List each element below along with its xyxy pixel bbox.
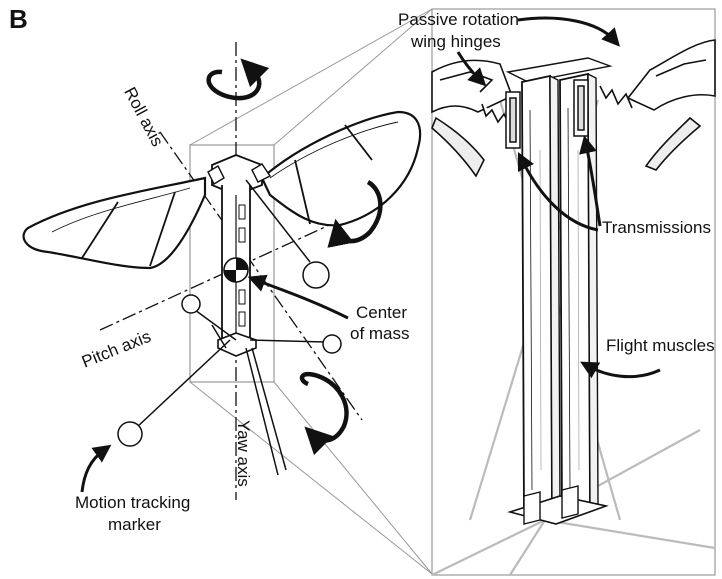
flight-muscles-label: Flight muscles [606,336,715,355]
left-wing [24,178,205,268]
panel-label: B [9,4,28,35]
marker-sphere [323,335,341,353]
yaw-axis-label: Yaw axis [234,420,253,487]
center-of-mass-label-line1: Center [356,303,407,322]
center-of-mass-marker [224,258,248,282]
motion-marker-label-line2: marker [108,515,161,534]
marker-sphere [118,422,142,446]
marker-sphere [303,262,329,288]
marker-sphere [182,295,200,313]
motion-marker-label-line1: Motion tracking [75,493,190,512]
motion-marker-arrow [82,450,104,492]
right-wing [262,112,420,225]
transmissions-label: Transmissions [602,218,711,237]
inset-detail [432,9,715,575]
callout-arrows [82,280,348,492]
yaw-rotation-arrow [209,68,260,98]
center-of-mass-label-line2: of mass [350,324,410,343]
hinges-label-line1: Passive rotation [398,10,519,29]
hinges-label-line2: wing hinges [411,32,501,51]
center-of-mass-arrow [256,280,348,318]
roll-rotation-arrow [302,374,346,440]
robot-overview [24,9,432,574]
